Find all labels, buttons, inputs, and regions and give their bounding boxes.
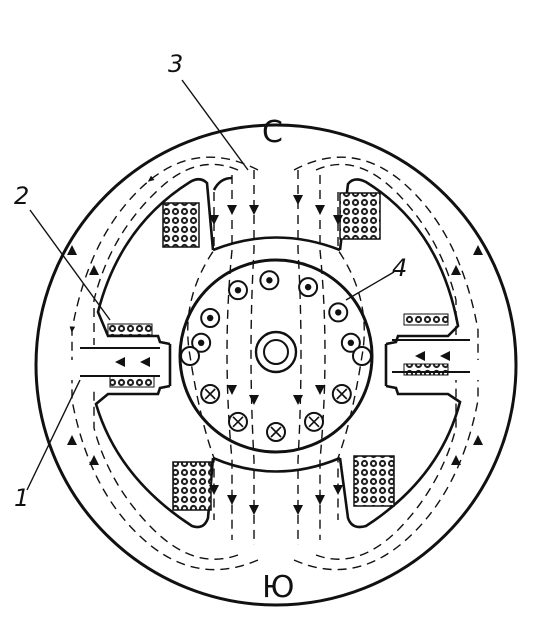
flux-arrowhead [209,215,219,225]
coil-top-left [162,202,200,248]
shaft [254,330,298,374]
south-pole-shoe [212,456,341,473]
conductor-out-of-page [340,332,361,353]
flux-arrowhead [293,395,303,405]
callout-2-leader [29,209,111,321]
flux-arrows [67,195,483,515]
rotor-conductors [180,270,372,442]
flux-arrowhead [89,455,99,465]
south-pole-label: Ю [262,570,294,605]
flux-arrowhead [227,385,237,395]
flux-arrowhead [315,385,325,395]
coil-left-upper [107,323,153,336]
coil-bottom-right [353,455,395,507]
flux-arrowhead [415,351,425,361]
conductor-out-of-page [259,270,280,291]
coil-right-lower [403,363,449,376]
conductor-out-of-page [328,302,349,323]
coil-left-lower [109,375,155,388]
flux-arrowhead [315,205,325,215]
flux-arrowhead [333,485,343,495]
conductor-into-page [228,411,248,432]
conductor-into-page [200,384,221,404]
callouts: 1 2 3 4 [14,50,407,512]
callout-1-leader [26,379,81,491]
conductor-into-page [304,411,324,432]
flux-arrowhead [473,435,483,445]
conductor-out-of-page [298,277,319,298]
stator-inner-outline [94,177,462,529]
flux-arrowhead [67,245,77,255]
flux-arrowhead [293,505,303,515]
flux-lines [69,156,479,571]
coil-top-right [339,192,381,240]
callout-1-label: 1 [14,484,29,512]
conductor-into-page [266,422,286,442]
callout-3-leader [181,79,249,171]
flux-arrowhead [249,395,259,405]
callout-2-label: 2 [14,182,29,210]
flux-arrowhead [333,215,343,225]
conductor-out-of-page [191,332,212,353]
flux-arrowhead [451,455,461,465]
callout-3-label: 3 [168,50,183,78]
callout-4-leader [345,271,395,301]
flux-arrowhead [67,435,77,445]
coil-right-upper [403,313,449,326]
flux-arrowhead [209,485,219,495]
left-pole-channel [80,347,160,377]
field-coils [107,192,449,511]
coil-bottom-left [172,461,212,511]
flux-arrowhead [249,505,259,515]
north-pole-label: С [262,115,283,150]
flux-arrowhead [115,357,125,367]
callout-4-label: 4 [392,254,407,282]
flux-arrowhead [315,495,325,505]
flux-arrowhead [293,195,303,205]
flux-arrowhead [473,245,483,255]
flux-arrowhead [440,351,450,361]
flux-arrowhead [249,205,259,215]
flux-arrowhead [140,357,150,367]
north-pole-shoe [212,236,341,252]
conductor-out-of-page [228,280,248,301]
stator-yoke [34,123,518,607]
flux-arrowhead [89,265,99,275]
conductor-into-page [331,384,352,404]
right-pole-channel [392,339,470,373]
flux-arrowhead [227,205,237,215]
conductor-out-of-page [200,308,221,328]
flux-arrowhead [451,265,461,275]
flux-arrowhead [227,495,237,505]
